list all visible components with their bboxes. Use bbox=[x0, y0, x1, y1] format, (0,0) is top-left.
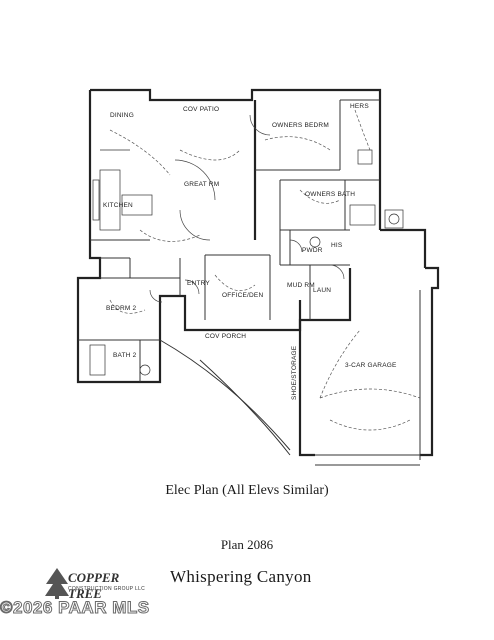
room-label-mud-rm: MUD RM bbox=[287, 282, 315, 289]
porch-curves bbox=[159, 290, 421, 460]
room-label-hers: HERS bbox=[350, 103, 369, 110]
room-label-cov-patio: COV PATIO bbox=[183, 106, 219, 113]
bath-fixtures bbox=[89, 149, 404, 376]
room-label-garage: 3-CAR GARAGE bbox=[345, 362, 397, 369]
room-label-great-rm: GREAT RM bbox=[184, 181, 219, 188]
logo-name: COPPER TREE bbox=[68, 570, 120, 601]
kitchen-fixtures bbox=[92, 149, 153, 231]
room-label-bedrm2: BEDRM 2 bbox=[106, 305, 136, 312]
project-name: Whispering Canyon bbox=[170, 567, 312, 586]
plan-number: Plan 2086 bbox=[220, 537, 274, 552]
room-labels: DINING COV PATIO OWNERS BEDRM HERS GREAT… bbox=[103, 103, 397, 400]
tree-icon bbox=[45, 568, 69, 599]
interior-walls bbox=[78, 99, 380, 382]
exterior-walls bbox=[76, 88, 440, 466]
company-logo: COPPER TREE CONSTRUCTION GROUP LLC bbox=[42, 562, 152, 612]
room-label-kitchen: KITCHEN bbox=[103, 202, 133, 209]
room-label-his: HIS bbox=[331, 242, 343, 249]
room-label-laun: LAUN bbox=[313, 287, 331, 294]
room-label-cov-porch: COV PORCH bbox=[205, 333, 246, 340]
door-swings bbox=[149, 114, 345, 303]
mls-watermark: ©2026 PAAR MLS bbox=[0, 598, 150, 618]
room-label-shoe-storage: SHOE/STORAGE bbox=[291, 345, 298, 400]
room-label-dining: DINING bbox=[110, 112, 134, 119]
room-label-owners-bedrm: OWNERS BEDRM bbox=[272, 122, 329, 129]
elec-plan-caption: Elec Plan (All Elevs Similar) bbox=[165, 483, 329, 498]
logo-tagline: CONSTRUCTION GROUP LLC bbox=[68, 586, 146, 592]
room-label-office-den: OFFICE/DEN bbox=[222, 292, 263, 299]
room-label-bath2: BATH 2 bbox=[113, 352, 137, 359]
room-label-pwdr: PWDR bbox=[302, 247, 323, 254]
electrical-wiring bbox=[109, 109, 371, 314]
room-label-owners-bath: OWNERS BATH bbox=[305, 191, 355, 198]
room-label-entry: ENTRY bbox=[187, 280, 210, 287]
